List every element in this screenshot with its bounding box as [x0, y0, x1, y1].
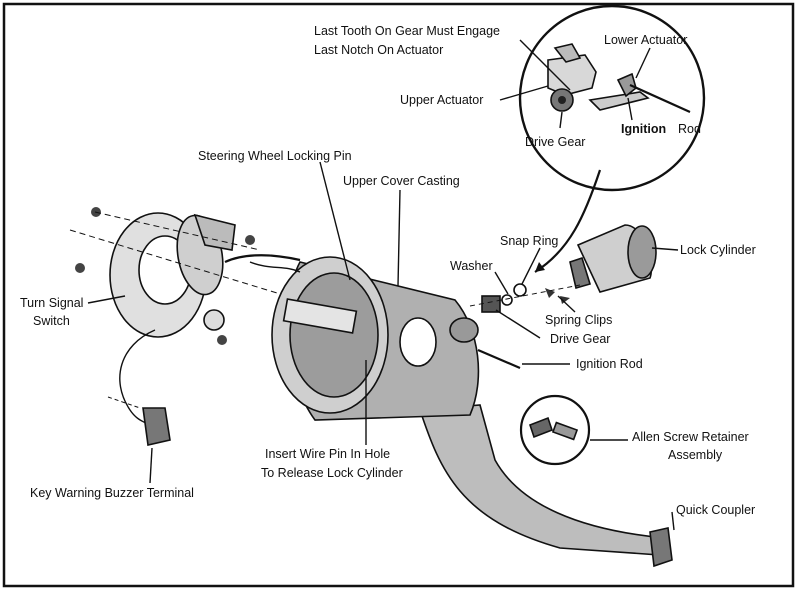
label-ignition-rod: Ignition Rod: [576, 357, 643, 371]
label-turn-signal-line1: Turn Signal: [20, 296, 83, 310]
label-upper-cover-casting: Upper Cover Casting: [343, 174, 460, 188]
label-key-warning-buzzer: Key Warning Buzzer Terminal: [30, 486, 194, 500]
washer-part: [501, 294, 513, 306]
allen-screw-inset: [519, 394, 591, 466]
label-insert-wire-line2: To Release Lock Cylinder: [261, 466, 403, 480]
snap-ring-part: [513, 283, 527, 297]
label-last-tooth-line2: Last Notch On Actuator: [314, 43, 443, 57]
label-lock-cylinder: Lock Cylinder: [680, 243, 756, 257]
label-spring-clips: Spring Clips: [545, 313, 612, 327]
upper-actuator-part: [547, 54, 597, 96]
label-turn-signal-line2: Switch: [33, 314, 70, 328]
label-snap-ring: Snap Ring: [500, 234, 558, 248]
drive-gear-part: [481, 295, 501, 313]
labels: Last Tooth On Gear Must Engage Last Notc…: [20, 24, 756, 517]
lower-actuator-part: [588, 91, 650, 111]
ignition-rod-part: [477, 348, 521, 370]
quick-coupler-part: [649, 527, 673, 568]
label-allen-screw-line2: Assembly: [668, 448, 723, 462]
label-washer: Washer: [450, 259, 493, 273]
column-housing-part: [224, 254, 667, 556]
leader-lines: [87, 39, 679, 531]
label-quick-coupler: Quick Coupler: [676, 503, 755, 517]
label-inset-drive-gear: Drive Gear: [525, 135, 585, 149]
actuator-inset: [518, 4, 706, 273]
inset-leader-stem: [534, 169, 602, 273]
inset-ignition-rod-part: [629, 83, 691, 114]
label-inset-rod: Rod: [678, 122, 701, 136]
label-upper-actuator: Upper Actuator: [400, 93, 483, 107]
label-allen-screw-line1: Allen Screw Retainer: [632, 430, 749, 444]
label-lower-actuator: Lower Actuator: [604, 33, 687, 47]
lock-cylinder-part: [569, 224, 657, 293]
label-last-tooth-line1: Last Tooth On Gear Must Engage: [314, 24, 500, 38]
label-inset-ignition: Ignition: [621, 122, 666, 136]
buzzer-terminal-part: [142, 407, 171, 446]
label-drive-gear: Drive Gear: [550, 332, 610, 346]
label-steering-wheel-locking-pin: Steering Wheel Locking Pin: [198, 149, 352, 163]
label-insert-wire-line1: Insert Wire Pin In Hole: [265, 447, 390, 461]
spring-clips-part: [545, 288, 570, 304]
turn-signal-switch-part: [69, 207, 301, 446]
